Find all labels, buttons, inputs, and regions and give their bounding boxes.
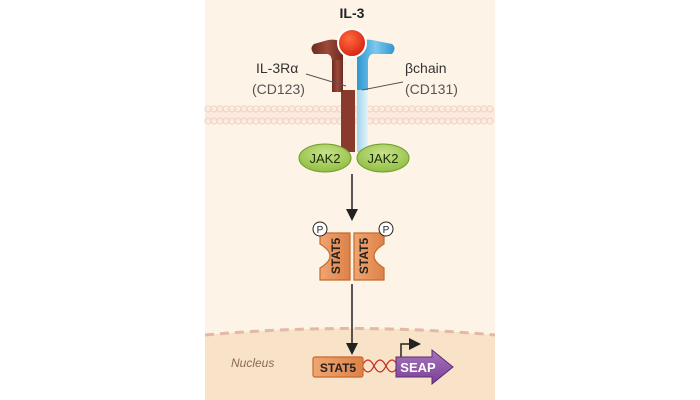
svg-text:P: P <box>317 225 324 236</box>
lipid-head <box>486 105 494 113</box>
stat5-dimer: STAT5 STAT5 P P <box>312 221 394 281</box>
dna-helix <box>361 359 399 373</box>
phospho-right-icon: P <box>378 221 394 237</box>
seap-label: SEAP <box>400 360 436 375</box>
il3-label: IL-3 <box>340 5 365 21</box>
lipid-head <box>486 117 494 125</box>
alpha-leader-line <box>305 73 347 87</box>
jak2-left-label: JAK2 <box>309 151 340 166</box>
svg-text:P: P <box>383 225 390 236</box>
seap-reporter: SEAP <box>395 348 454 386</box>
binding-site-label: STAT5 <box>320 361 357 375</box>
nucleus-label: Nucleus <box>231 356 274 370</box>
transcription-start-arrow <box>400 338 421 357</box>
stat5-left-label: STAT5 <box>329 238 343 275</box>
stat5-monomer-left <box>319 232 351 281</box>
jak2-left: JAK2 <box>298 143 352 173</box>
jak2-right-label: JAK2 <box>367 151 398 166</box>
alpha-name-label: IL-3Rα <box>256 60 298 76</box>
phospho-left-icon: P <box>312 221 328 237</box>
alpha-alias-label: (CD123) <box>252 81 305 97</box>
beta-chain-receptor <box>357 39 395 152</box>
beta-leader-line <box>361 81 404 91</box>
nuclear-envelope <box>204 327 496 337</box>
beta-name-label: βchain <box>405 60 447 76</box>
beta-alias-label: (CD131) <box>405 81 458 97</box>
stat5-right-label: STAT5 <box>357 238 371 275</box>
il3-ligand <box>337 28 367 58</box>
stat5-monomer-right <box>353 232 385 281</box>
jak2-right: JAK2 <box>356 143 410 173</box>
stat5-binding-site: STAT5 <box>312 356 364 378</box>
il3r-alpha-receptor <box>311 39 355 152</box>
